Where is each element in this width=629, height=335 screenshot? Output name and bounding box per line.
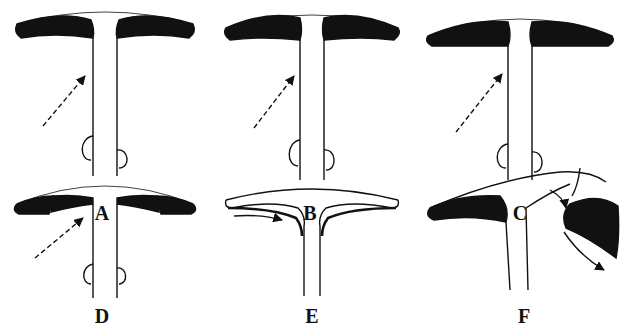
figure-letter: A [95,203,109,223]
figure-c [427,19,614,180]
figure-letter: D [95,306,109,326]
figure-letter: F [518,306,530,326]
figure-d [14,186,195,298]
figure-letter: B [303,203,316,223]
figure-b [225,15,400,180]
figure-a [16,12,195,176]
figure-e [226,189,399,296]
figure-letter: C [513,203,527,223]
figure-letter: E [305,306,318,326]
figure-f [428,168,619,290]
